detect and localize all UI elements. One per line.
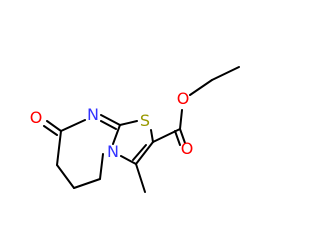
- bonds: [43, 66, 240, 193]
- bond-c2-c3: [135, 141, 154, 165]
- atom-o-ester: O: [177, 89, 190, 108]
- bond-c8-o-ketone-double: [43, 125, 58, 136]
- bond-c6-c7: [56, 164, 75, 189]
- bond-n9-c9a: [100, 114, 121, 126]
- bond-c2-c3-double: [132, 144, 147, 161]
- atom-o-carbonyl: O: [181, 139, 194, 158]
- bond-c8-n9: [60, 119, 86, 132]
- bond-n4-c5: [99, 153, 104, 180]
- bond-c9a-s1: [119, 120, 138, 126]
- bond-c7-c8: [56, 130, 62, 166]
- bond-n9-c9a-double: [100, 120, 117, 130]
- atom-n-ring: N: [107, 142, 119, 161]
- bond-c9a-n4: [112, 124, 121, 145]
- bond-c3-n4: [120, 155, 137, 165]
- atom-labels: O N S O O N: [30, 89, 194, 161]
- bond-ch2-ch3: [211, 66, 240, 81]
- atom-n-imine: N: [87, 105, 99, 124]
- bond-c-ester-o-ester: [179, 109, 183, 130]
- bond-c-ester-o-carbonyl-double: [174, 130, 181, 146]
- molecule-structure: O N S O O N: [30, 66, 240, 193]
- bond-o-ester-ch2: [189, 79, 213, 96]
- atom-o-ketone: O: [30, 108, 43, 127]
- bond-s1-c2: [150, 129, 154, 143]
- bond-c-ester-o-carbonyl: [179, 128, 186, 144]
- atom-s-ring: S: [140, 111, 150, 130]
- bond-c8-o-ketone: [46, 120, 62, 132]
- bond-c5-c6: [73, 178, 101, 189]
- bond-c3-methyl: [135, 163, 146, 193]
